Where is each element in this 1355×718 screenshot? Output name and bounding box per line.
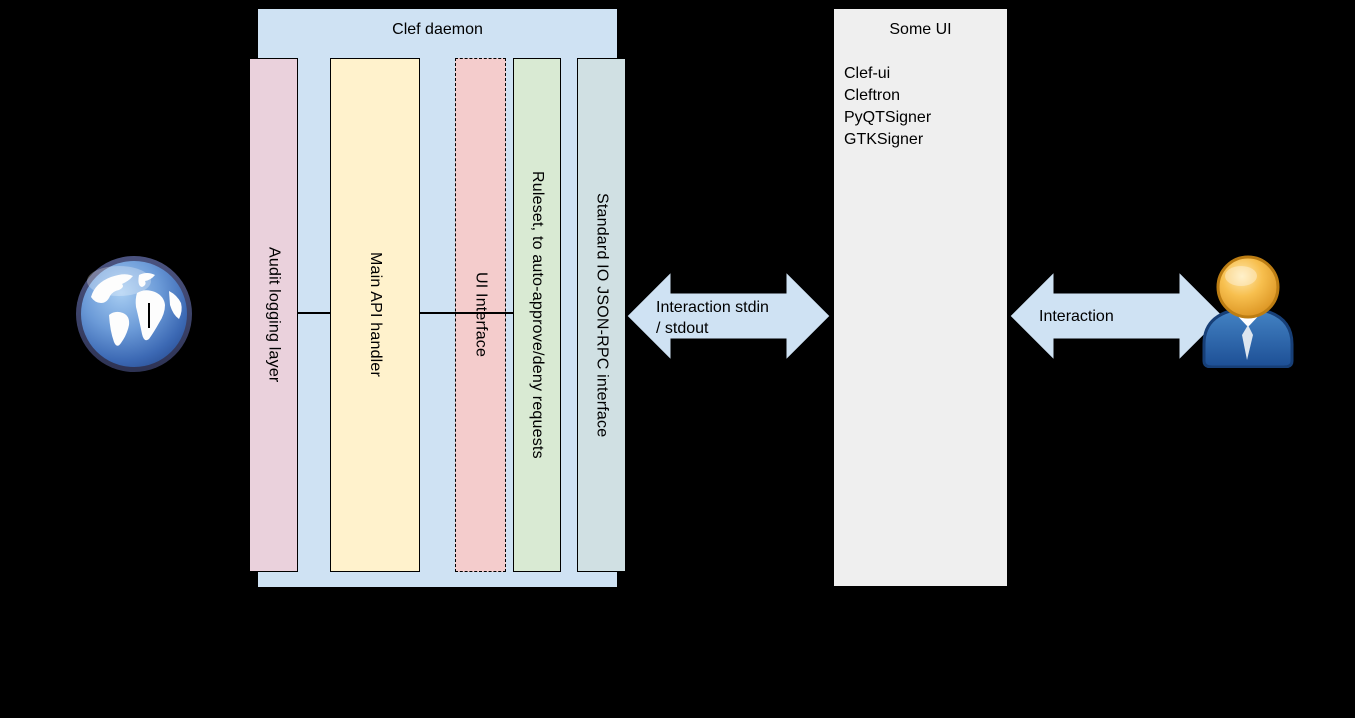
globe-icon	[73, 253, 195, 375]
stdio-interaction-arrow	[627, 272, 830, 360]
user-interaction-arrow	[1010, 272, 1223, 360]
list-item-cleftron: Cleftron	[844, 87, 901, 104]
bar-ui-interface-label: UI Interface	[472, 272, 490, 358]
stdio-interaction-arrow-label-line2: / stdout	[656, 320, 709, 337]
connector-line-middle	[420, 312, 513, 314]
user-interaction-arrow-label: Interaction	[1039, 308, 1114, 325]
bar-ruleset: Ruleset, to auto-approve/deny requests	[513, 58, 561, 572]
list-item-gtksigner: GTKSigner	[844, 131, 924, 148]
list-item-pyqtsigner: PyQTSigner	[844, 109, 932, 126]
clef-daemon-title: Clef daemon	[392, 21, 483, 38]
some-ui-list: Clef-ui Cleftron PyQTSigner GTKSigner	[844, 63, 1004, 151]
user-icon	[1200, 254, 1295, 369]
some-ui-box	[833, 8, 1008, 587]
some-ui-title: Some UI	[889, 21, 952, 38]
bar-audit-logging-layer-label: Audit logging layer	[265, 247, 283, 383]
bar-main-api-handler: Main API handler	[330, 58, 420, 572]
bar-stdio-jsonrpc-interface: Standard IO JSON-RPC interface	[577, 58, 626, 572]
stdio-interaction-arrow-label: Interaction stdin / stdout	[656, 297, 816, 339]
clef-daemon-box	[257, 8, 618, 588]
connector-line-left	[298, 312, 330, 314]
bar-ruleset-label: Ruleset, to auto-approve/deny requests	[529, 171, 546, 459]
bar-stdio-jsonrpc-interface-label: Standard IO JSON-RPC interface	[593, 192, 611, 438]
list-item-clef-ui: Clef-ui	[844, 65, 891, 82]
globe-connector-tick	[148, 303, 150, 328]
bar-audit-logging-layer: Audit logging layer	[249, 58, 298, 572]
stdio-interaction-arrow-label-line1: Interaction stdin	[656, 299, 769, 316]
bar-main-api-handler-label: Main API handler	[367, 252, 384, 378]
bar-ui-interface: UI Interface	[455, 58, 506, 572]
